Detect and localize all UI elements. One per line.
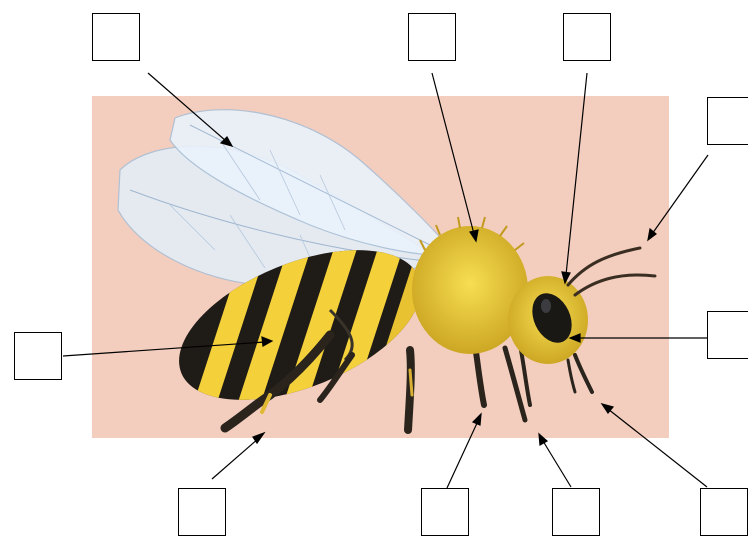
label-box-eye[interactable] bbox=[707, 311, 748, 359]
label-box-head[interactable] bbox=[563, 13, 611, 61]
label-box-hind-leg[interactable] bbox=[178, 488, 226, 536]
label-box-middle-leg[interactable] bbox=[421, 488, 469, 536]
label-box-front-leg[interactable] bbox=[552, 488, 600, 536]
label-box-wings[interactable] bbox=[92, 13, 140, 61]
label-box-thorax[interactable] bbox=[408, 13, 456, 61]
label-box-mouthparts[interactable] bbox=[700, 488, 748, 536]
label-box-antennae[interactable] bbox=[707, 97, 748, 145]
label-box-abdomen[interactable] bbox=[14, 332, 62, 380]
